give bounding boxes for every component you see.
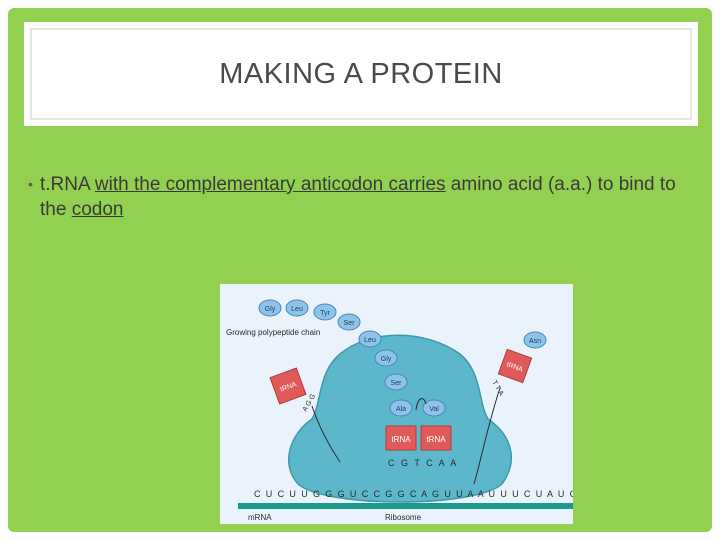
translation-figure: mRNA Ribosome C U C U U G G G U C C G G …	[220, 284, 573, 524]
amino-acid-ser-1: Ser	[338, 314, 360, 330]
amino-acid-leu-2: Leu	[359, 331, 381, 347]
mrna-sequence: C U C U U G G G U C C G G C A G U U A A …	[254, 489, 573, 499]
svg-text:Leu: Leu	[364, 337, 376, 344]
svg-text:Leu: Leu	[291, 306, 303, 313]
ribosome-shape	[289, 335, 512, 502]
amino-acid-val: Val	[423, 400, 445, 416]
bullet-text-1: t.RNA	[40, 174, 95, 195]
svg-text:Ala: Ala	[396, 406, 406, 413]
bullet-text-2: with the complementary anticodon carries	[95, 174, 446, 195]
svg-text:Asn: Asn	[529, 338, 541, 345]
chain-label: Growing polypeptide chain	[226, 328, 320, 337]
trna-incoming: tRNA	[498, 349, 531, 382]
trna-departing: tRNA	[270, 368, 306, 404]
amino-acid-gly-2: Gly	[375, 350, 397, 366]
amino-acid-asn: Asn	[524, 332, 546, 348]
svg-text:Gly: Gly	[265, 306, 276, 313]
svg-text:tRNA: tRNA	[391, 435, 411, 444]
amino-acid-ser-2: Ser	[385, 374, 407, 390]
svg-text:Ser: Ser	[391, 380, 403, 387]
translation-diagram: mRNA Ribosome C U C U U G G G U C C G G …	[220, 284, 573, 524]
slide-title: MAKING A PROTEIN	[219, 58, 503, 91]
mrna-label: mRNA	[248, 513, 272, 522]
trna-ribosome-left: tRNA	[386, 426, 416, 450]
title-box: MAKING A PROTEIN	[24, 22, 698, 126]
svg-text:Gly: Gly	[381, 356, 392, 363]
mrna-strand	[238, 503, 573, 509]
amino-acid-ala: Ala	[390, 400, 412, 416]
trna-left-anticodon: A G G	[302, 393, 318, 413]
amino-acid-leu-1: Leu	[286, 300, 308, 316]
amino-acid-gly-1: Gly	[259, 300, 281, 316]
svg-text:Ser: Ser	[344, 320, 356, 327]
bullet-text-4: codon	[72, 199, 124, 220]
trna-ribosome-right: tRNA	[421, 426, 451, 450]
bullet-point: • t.RNA with the complementary anticodon…	[40, 172, 680, 222]
amino-acid-tyr: Tyr	[314, 304, 336, 320]
bullet-dot-icon: •	[28, 172, 33, 197]
svg-text:tRNA: tRNA	[426, 435, 446, 444]
ribosome-label: Ribosome	[385, 513, 422, 522]
svg-text:Val: Val	[429, 406, 439, 413]
svg-text:Tyr: Tyr	[320, 310, 330, 317]
codons-top: C G T C A A	[388, 458, 458, 468]
